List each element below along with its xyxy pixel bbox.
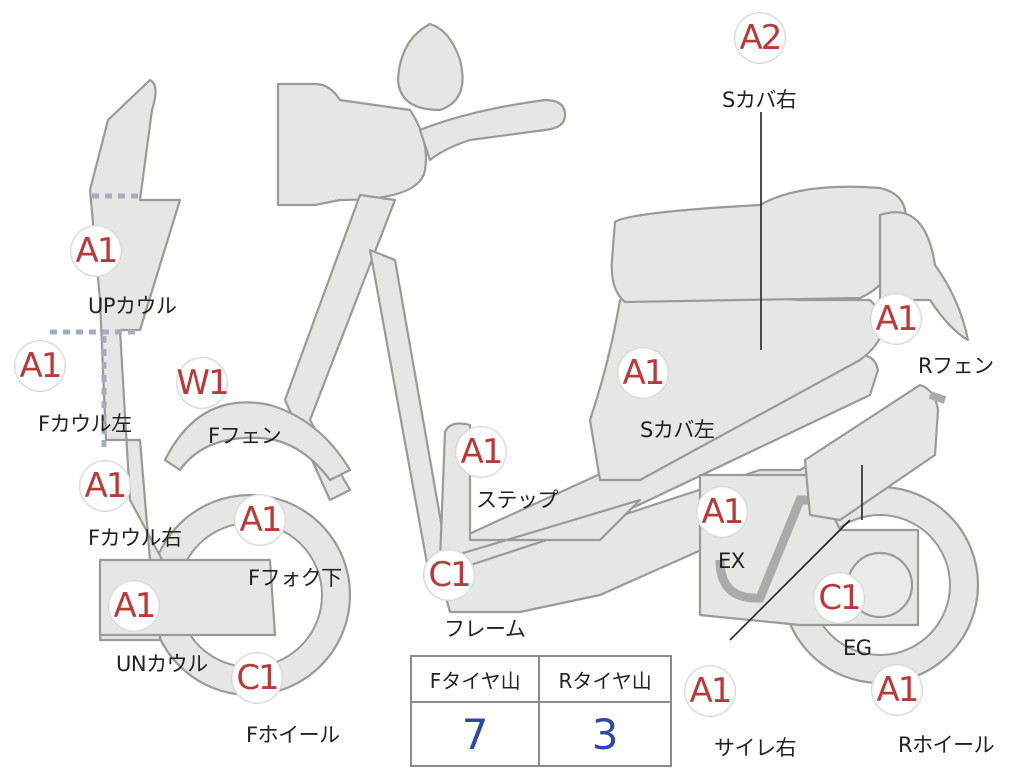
grade-badge-s-cover-left[interactable]: A1: [617, 347, 669, 399]
rear-tire-header: Rタイヤ山: [538, 655, 672, 703]
grade-text: A1: [701, 492, 745, 532]
step-shape: [438, 422, 642, 562]
front-tire-value: 7: [409, 701, 541, 767]
grade-text: W1: [176, 363, 229, 403]
grade-text: C1: [818, 578, 861, 618]
grade-text: A1: [875, 299, 919, 339]
label-f-fork-lower: Fフォク下: [248, 566, 342, 590]
grade-badge-f-cowl-right[interactable]: A1: [79, 460, 131, 512]
label-f-wheel: Fホイール: [246, 723, 340, 747]
grade-badge-engine[interactable]: C1: [813, 572, 865, 624]
label-up-cowl: UPカウル: [88, 294, 177, 318]
leader-silencer: [729, 519, 851, 641]
exhaust-pipe: [715, 495, 840, 603]
grade-text: C1: [428, 555, 471, 595]
grade-badge-r-fender[interactable]: A1: [870, 293, 922, 345]
label-step: ステップ: [476, 488, 559, 512]
silencer-tip: [928, 391, 947, 404]
label-f-cowl-left: Fカウル左: [38, 412, 132, 436]
label-f-fender: Fフェン: [208, 424, 282, 448]
grade-text: A1: [75, 231, 119, 271]
grade-badge-up-cowl[interactable]: A1: [70, 225, 122, 277]
label-frame: フレーム: [444, 617, 526, 641]
label-r-fender: Rフェン: [918, 354, 994, 378]
front-fender-shape: [163, 401, 352, 482]
label-under-cowl: UNカウル: [116, 652, 208, 676]
rear-tire-value: 3: [538, 701, 672, 767]
grade-badge-frame[interactable]: C1: [423, 549, 475, 601]
label-f-cowl-right: Fカウル右: [88, 526, 182, 550]
grade-badge-step[interactable]: A1: [455, 426, 507, 478]
label-engine: EG: [843, 636, 872, 660]
headlight-shape: [276, 82, 428, 207]
grade-text: A1: [113, 586, 157, 626]
grade-badge-f-fork-lower[interactable]: A1: [234, 494, 286, 546]
rear-fender-shape: [878, 211, 970, 342]
grade-badge-f-wheel[interactable]: C1: [231, 652, 283, 704]
grade-text: A1: [876, 670, 920, 710]
grade-badge-exhaust[interactable]: A1: [696, 486, 748, 538]
front-cowl-shape: [88, 78, 182, 642]
grade-badge-silencer-right[interactable]: A1: [684, 665, 736, 717]
grade-text: A2: [739, 18, 783, 58]
label-s-cover-right: Sカバ右: [722, 88, 797, 112]
label-silencer-right: サイレ右: [714, 736, 797, 760]
grade-badge-under-cowl[interactable]: A1: [108, 580, 160, 632]
grade-text: C1: [236, 658, 279, 698]
grade-text: A1: [689, 671, 733, 711]
front-tire-header: Fタイヤ山: [409, 655, 541, 703]
grade-badge-f-cowl-left[interactable]: A1: [14, 340, 66, 392]
grade-badge-f-fender[interactable]: W1: [176, 357, 230, 409]
grade-text: A1: [239, 500, 283, 540]
tire-tread-table: Fタイヤ山 Rタイヤ山 7 3: [409, 655, 672, 767]
seat-shape: [610, 185, 907, 304]
label-s-cover-left: Sカバ左: [640, 418, 715, 442]
mirror-shape: [396, 22, 464, 112]
grade-text: A1: [622, 353, 666, 393]
grade-badge-s-cover-right[interactable]: A2: [734, 12, 786, 64]
label-r-wheel: Rホイール: [898, 733, 995, 757]
handlebar-shape: [418, 98, 567, 162]
fork-column-shape: [283, 193, 397, 502]
grade-text: A1: [19, 346, 63, 386]
grade-text: A1: [460, 432, 504, 472]
grade-badge-r-wheel[interactable]: A1: [871, 664, 923, 716]
label-exhaust: EX: [718, 549, 745, 573]
grade-text: A1: [84, 466, 128, 506]
